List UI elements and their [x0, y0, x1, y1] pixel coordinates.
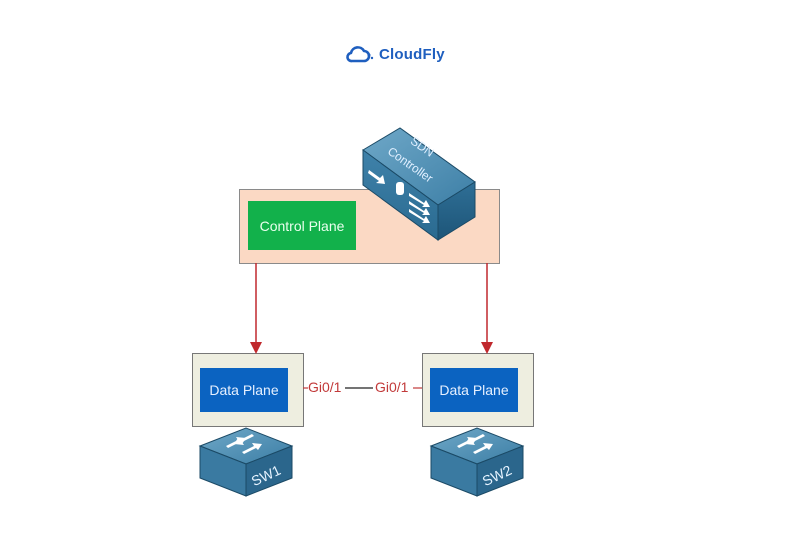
switch-sw1-icon: SW1 [198, 427, 294, 497]
data-plane-label-sw1: Data Plane [200, 368, 288, 412]
control-plane-label: Control Plane [248, 201, 356, 250]
brand-logo: CloudFly [345, 44, 445, 64]
switch-sw2-icon: SW2 [429, 427, 525, 497]
brand-name: CloudFly [379, 45, 445, 63]
port-label-sw1: Gi0/1 [308, 379, 342, 395]
port-label-sw2: Gi0/1 [375, 379, 409, 395]
cloud-icon [346, 46, 374, 63]
data-plane-label-sw2: Data Plane [430, 368, 518, 412]
